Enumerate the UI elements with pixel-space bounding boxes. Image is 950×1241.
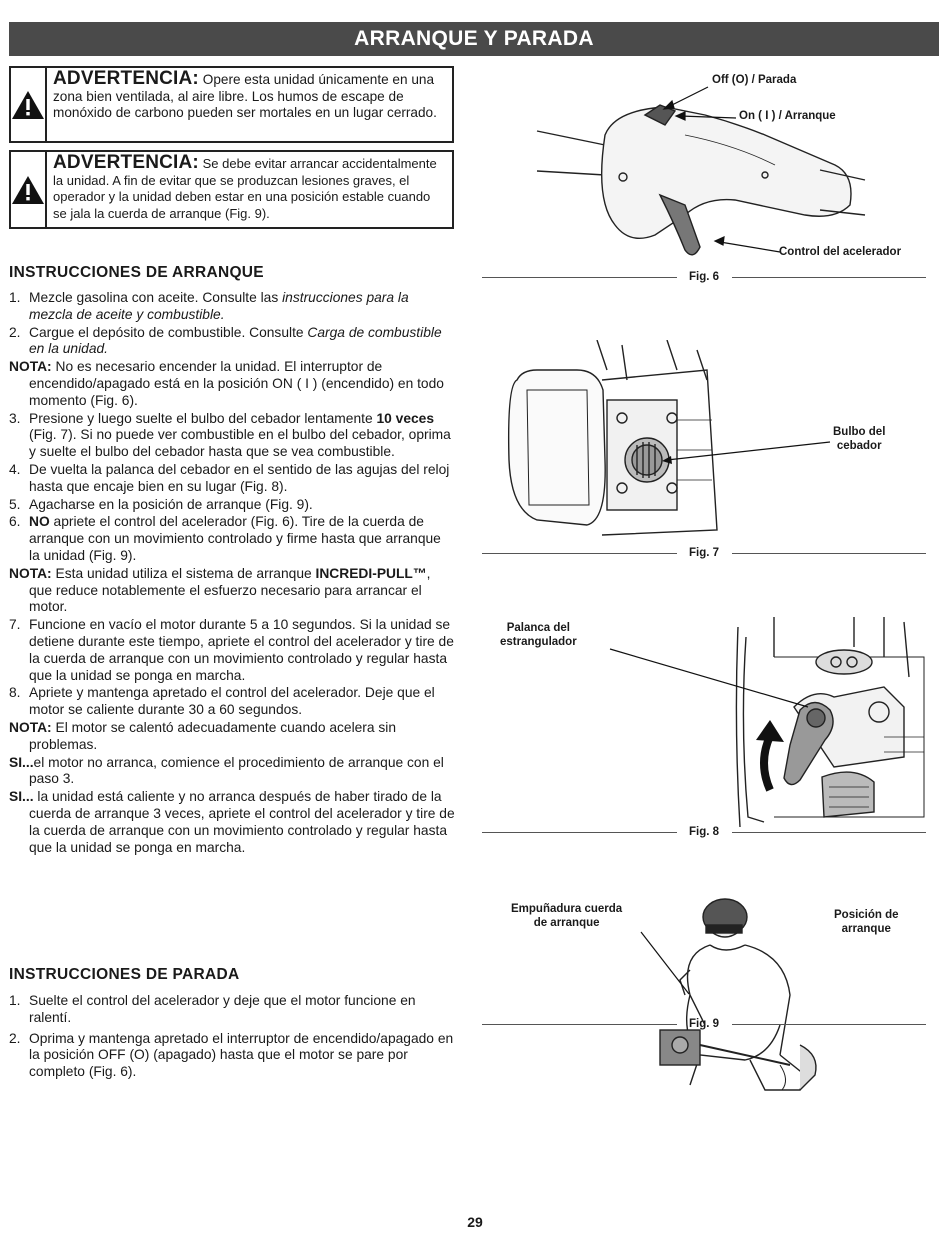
fig6-caption-row: Fig. 6	[482, 271, 926, 285]
warning-text: Se debe evitar arrancar accidentalmente …	[53, 156, 437, 221]
list-item: 3.Presione y luego suelte el bulbo del c…	[9, 410, 451, 460]
fig8-caption-row: Fig. 8	[482, 826, 926, 840]
stop-instructions-list: 1.Suelte el control del acelerador y dej…	[9, 993, 455, 1082]
fig6-callout-lines	[662, 86, 781, 253]
warning-box-ventilation: ADVERTENCIA: Opere esta unidad únicament…	[9, 66, 454, 143]
fig6-handle-illustration	[536, 104, 866, 256]
warning-text: Opere esta unidad únicamente en una zona…	[53, 72, 437, 120]
fig9-callout-line	[640, 931, 690, 995]
note: NOTA: El motor se calentó adecuadamente …	[9, 719, 397, 752]
list-item: 5.Agacharse en la posición de arranque (…	[9, 496, 313, 512]
warning-title: ADVERTENCIA:	[53, 68, 199, 89]
fig9-starting-position-illustration	[659, 898, 817, 1091]
warning-box-accidental-start: ADVERTENCIA: Se debe evitar arrancar acc…	[9, 150, 454, 229]
list-item: 6.NO apriete el control del acelerador (…	[9, 514, 441, 563]
list-item: 7.Funcione en vacío el motor durante 5 a…	[9, 617, 454, 683]
note: SI...el motor no arranca, comience el pr…	[9, 754, 444, 787]
label-off: Off (O) / Parada	[712, 74, 797, 86]
rotation-arrow-icon	[756, 720, 784, 792]
list-item: 4.De vuelta la palanca del cebador en el…	[9, 461, 450, 494]
label-throttle: Control del acelerador	[779, 246, 902, 258]
fig7-callout-line	[662, 441, 831, 464]
fig7-primer-illustration	[507, 340, 718, 536]
warning-title: ADVERTENCIA:	[53, 152, 199, 173]
fig8-callout-line	[609, 648, 809, 708]
list-item: 2.Oprima y mantenga apretado el interrup…	[9, 1030, 454, 1080]
warning-triangle-icon	[11, 68, 47, 141]
fig7-caption: Fig. 7	[688, 547, 720, 559]
start-instructions-list: 1.Mezcle gasolina con aceite. Consulte l…	[9, 290, 455, 857]
stop-instructions-heading: INSTRUCCIONES DE PARADA	[9, 966, 240, 983]
fig9-caption-row: Fig. 9	[482, 1018, 926, 1032]
start-instructions-heading: INSTRUCCIONES DE ARRANQUE	[9, 264, 264, 281]
page-number: 29	[467, 1214, 483, 1230]
fig6-caption: Fig. 6	[688, 271, 720, 283]
fig8-caption: Fig. 8	[688, 826, 720, 838]
section-banner: ARRANQUE Y PARADA	[9, 22, 939, 56]
list-item: 8.Apriete y mantenga apretado el control…	[9, 685, 435, 718]
list-item: 1.Mezcle gasolina con aceite. Consulte l…	[9, 290, 409, 322]
list-item: 2.Cargue el depósito de combustible. Con…	[9, 324, 442, 357]
label-on: On ( I ) / Arranque	[739, 110, 836, 122]
fig8-choke-lever	[783, 701, 834, 786]
fig9-caption: Fig. 9	[688, 1018, 720, 1030]
warning-triangle-icon	[11, 152, 47, 227]
list-item: 1.Suelte el control del acelerador y dej…	[9, 993, 416, 1025]
note: SI... la unidad está caliente y no arran…	[9, 789, 455, 855]
note: NOTA: Esta unidad utiliza el sistema de …	[9, 565, 431, 615]
note: NOTA: No es necesario encender la unidad…	[9, 359, 444, 408]
fig7-caption-row: Fig. 7	[482, 547, 926, 561]
